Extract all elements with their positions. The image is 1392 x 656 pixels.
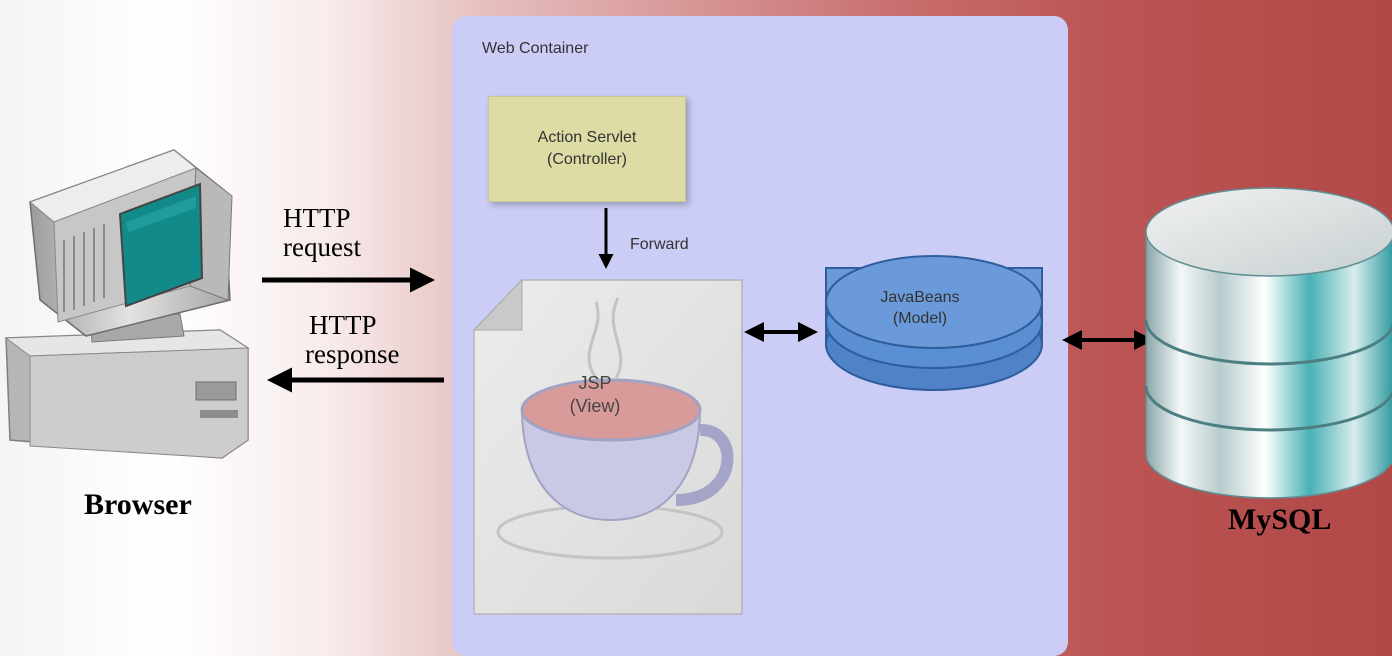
http-response-line1: HTTP <box>309 310 377 340</box>
browser-label: Browser <box>84 488 192 521</box>
coffee-cup-icon <box>496 297 734 560</box>
http-request-line1: HTTP <box>283 203 351 233</box>
http-request-label: HTTP request <box>283 203 361 263</box>
database-cylinder-icon <box>1144 187 1392 499</box>
http-request-line2: request <box>283 232 361 263</box>
http-response-label: HTTP response <box>305 310 400 370</box>
model-label: (Model) <box>892 309 948 327</box>
jsp-view-label: JSP (View) <box>540 372 650 417</box>
web-container-title: Web Container <box>482 40 589 57</box>
mysql-label: MySQL <box>1228 503 1332 536</box>
http-response-line2: response <box>305 339 400 370</box>
diagram-graphics <box>4 149 1392 615</box>
controller-label: (Controller) <box>546 151 627 168</box>
forward-label: Forward <box>630 236 689 253</box>
view-label: (View) <box>569 395 621 416</box>
javabeans-label: JavaBeans <box>880 289 960 306</box>
javabeans-model-label: JavaBeans (Model) <box>830 288 1010 330</box>
action-servlet-box: Action Servlet (Controller) <box>488 96 686 202</box>
jsp-label: JSP <box>578 373 612 393</box>
desktop-computer-icon <box>4 149 250 459</box>
javabeans-disc-stack-icon <box>825 255 1043 391</box>
action-servlet-label: Action Servlet <box>537 129 637 147</box>
